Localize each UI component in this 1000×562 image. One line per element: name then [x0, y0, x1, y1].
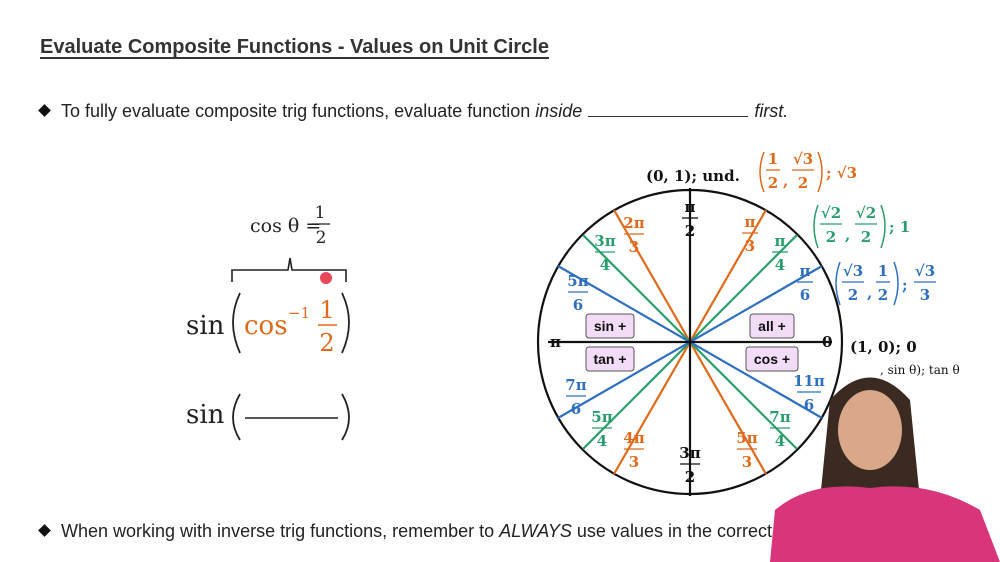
angle-3pi2-num: 3π — [679, 444, 700, 462]
axis-pi-label: π — [550, 333, 561, 351]
curly-brace — [231, 257, 347, 282]
bullet2-italic: ALWAYS — [499, 521, 572, 541]
quadrant-4-label: cos + — [754, 351, 790, 367]
angle-7pi4-num: 7π — [769, 408, 790, 426]
angle-2pi3-den: 3 — [629, 238, 639, 256]
cos-theta-label: cos θ = — [250, 215, 321, 237]
presenter-figure — [770, 377, 1000, 562]
angle-3pi4-num: 3π — [594, 232, 615, 250]
cos-frac-num: 1 — [315, 203, 326, 223]
pi6-x-num: √3 — [843, 262, 863, 280]
angle-4pi3-den: 3 — [629, 453, 639, 471]
pi3-x-den: 2 — [768, 174, 778, 192]
pi3-x-num: 1 — [768, 150, 778, 168]
angle-pi2-den: 2 — [685, 222, 695, 240]
angle-2pi3-num: 2π — [623, 214, 644, 232]
point-0-1: (0, 1); und. — [646, 167, 740, 185]
bullet1-italic: inside — [535, 101, 583, 121]
bullet1-text: To fully evaluate composite trig functio… — [61, 101, 531, 121]
point-general: , sin θ); tan θ — [880, 363, 960, 377]
angle-5pi6-den: 6 — [573, 296, 583, 314]
angle-5pi4-den: 4 — [597, 432, 607, 450]
quadrant-4-box — [745, 346, 799, 372]
bullet-inverse-trig: When working with inverse trig functions… — [38, 521, 773, 542]
angle-pi4-den: 4 — [775, 256, 785, 274]
fill-in-blank — [588, 102, 749, 117]
quadrant-2-box — [585, 313, 635, 339]
sin-outer: sin — [186, 311, 225, 341]
angle-7pi4-den: 4 — [775, 432, 785, 450]
angle-3pi2-den: 2 — [685, 468, 695, 486]
bullet2-after: use values in the correct — [576, 521, 773, 541]
pi6-y-num: 1 — [878, 262, 888, 280]
sin-result: sin — [186, 400, 225, 430]
quadrant-3-label: tan + — [593, 351, 626, 367]
angle-5pi3-den: 3 — [742, 453, 752, 471]
pi4-y-num: √2 — [856, 204, 876, 222]
pi4-comma: , — [845, 226, 850, 244]
angle-pi2-num: π — [685, 198, 696, 216]
cos-frac-den: 2 — [316, 228, 327, 248]
angle-pi4-num: π — [775, 232, 786, 250]
pi4-y-den: 2 — [861, 228, 871, 246]
pi3-y-num: √3 — [793, 150, 813, 168]
pi6-y-den: 2 — [878, 286, 888, 304]
point-1-0: (1, 0); 0 — [850, 338, 917, 356]
right-paren-2 — [341, 393, 350, 441]
pi4-x-den: 2 — [826, 228, 836, 246]
left-paren — [232, 292, 241, 354]
angle-5pi4-num: 5π — [591, 408, 612, 426]
pointer-marker — [320, 272, 332, 284]
axis-zero-label: 0 — [822, 333, 832, 351]
pi6-tan-den: 3 — [920, 286, 930, 304]
quadrant-3-box — [585, 346, 635, 372]
pi3-tan: ; √3 — [826, 164, 857, 182]
angle-11pi6-den: 6 — [804, 396, 814, 414]
pi4-tan: ; 1 — [889, 218, 910, 236]
angle-pi6-num: π — [800, 262, 811, 280]
left-paren-2 — [232, 393, 241, 441]
right-paren — [341, 292, 350, 354]
inner-frac-num: 1 — [319, 296, 334, 324]
angle-3pi4-den: 4 — [600, 256, 610, 274]
angle-pi6-den: 6 — [800, 286, 810, 304]
inner-frac-den: 2 — [319, 329, 334, 357]
pi4-x-num: √2 — [821, 204, 841, 222]
page-title: Evaluate Composite Functions - Values on… — [40, 36, 549, 58]
presenter-video — [770, 360, 1000, 562]
cos-inverse: cos — [244, 311, 288, 341]
quadrant-1-label: all + — [758, 318, 786, 334]
angle-11pi6-num: 11π — [793, 372, 825, 390]
pi6-tan-num: √3 — [915, 262, 935, 280]
pi6-semicolon: ; — [902, 276, 908, 294]
angle-7pi6-num: 7π — [565, 376, 586, 394]
pi3-comma: , — [783, 172, 788, 190]
quadrant-1-box — [749, 313, 795, 339]
bullet1-after: first. — [754, 101, 789, 121]
bullet2-text: When working with inverse trig functions… — [61, 521, 495, 541]
angle-5pi6-num: 5π — [567, 272, 588, 290]
pi6-comma: , — [867, 284, 872, 302]
angle-5pi3-num: 5π — [736, 429, 757, 447]
quadrant-2-label: sin + — [594, 318, 626, 334]
angle-pi3-den: 3 — [745, 237, 755, 255]
pi6-x-den: 2 — [848, 286, 858, 304]
inverse-exponent: −1 — [288, 304, 310, 322]
angle-pi3-num: π — [745, 213, 756, 231]
angle-4pi3-num: 4π — [623, 429, 644, 447]
angle-7pi6-den: 6 — [571, 400, 581, 418]
pi3-y-den: 2 — [798, 174, 808, 192]
bullet-inside-first: To fully evaluate composite trig functio… — [38, 101, 789, 122]
